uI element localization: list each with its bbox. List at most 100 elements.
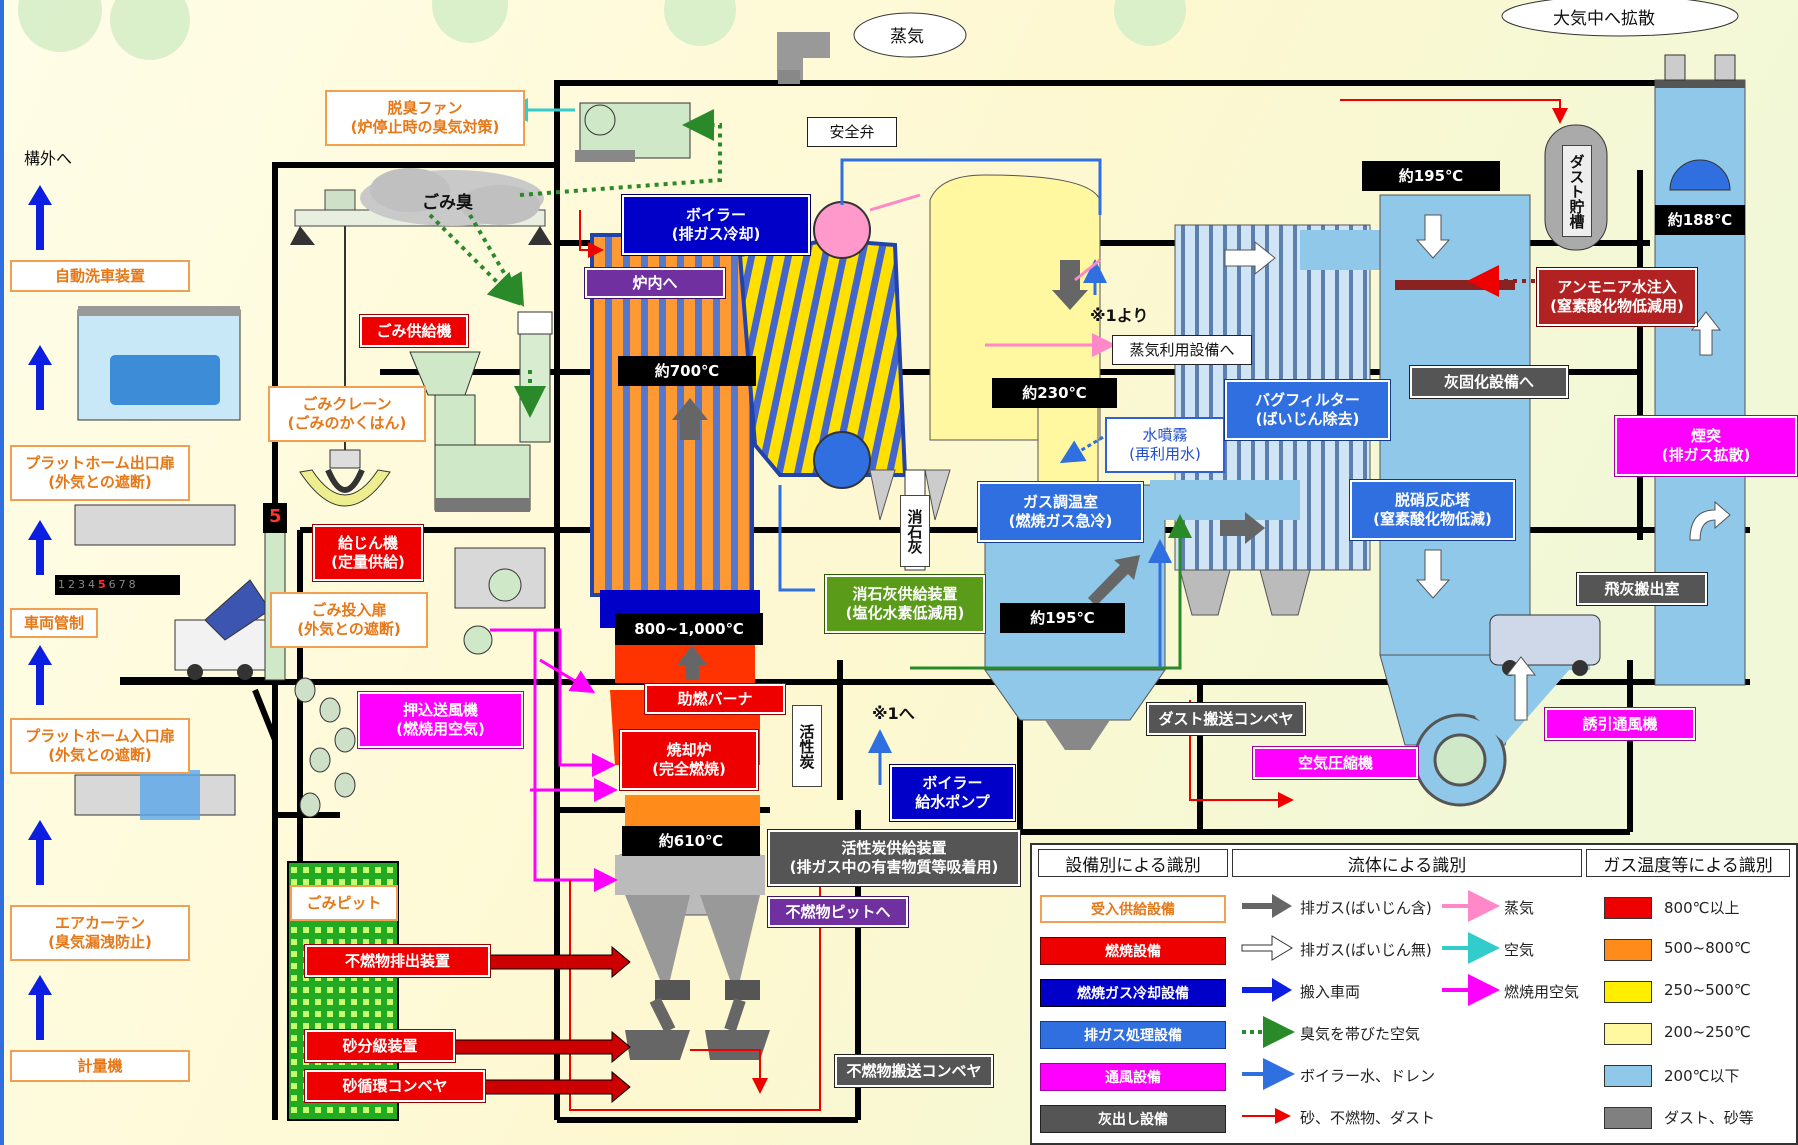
lane-number-active: 5	[98, 578, 106, 591]
temp-800-1000: 800~1,000℃	[615, 613, 763, 645]
legend-header-temperature: ガス温度等による識別	[1586, 849, 1790, 877]
legend-fluid-symbols	[1241, 894, 1295, 1124]
legend-fluid-dusty-gas: 排ガス(ばいじん含)	[1300, 899, 1432, 917]
temp-610: 約610℃	[622, 826, 760, 856]
lane-number: 1	[58, 578, 65, 591]
temp-195-cooler: 約195℃	[1000, 603, 1125, 633]
flow-step-air-curtain: エアカーテン (臭気漏洩防止)	[10, 905, 190, 961]
legend-equip-gas-treatment: 排ガス処理設備	[1040, 1021, 1226, 1049]
legend-fluid-sand: 砂、不燃物、ダスト	[1300, 1109, 1436, 1127]
legend-fluid-combustion-air: 燃焼用空気	[1504, 983, 1580, 1001]
label-induced-fan: 誘引通風機	[1544, 707, 1696, 741]
temp-230: 約230℃	[992, 378, 1117, 408]
label-waste-crane: ごみクレーン (ごみのかくはん)	[268, 386, 426, 442]
label-incombustible-discharge: 不燃物排出装置	[304, 944, 491, 978]
atmosphere-cloud: 大気中へ拡散	[1553, 9, 1655, 29]
label-bag-filter: バグフィルター (ばいじん除去)	[1224, 379, 1391, 441]
label-boiler-pump: ボイラー 給水ポンプ	[889, 764, 1016, 822]
legend-fluid-air: 空気	[1504, 941, 1535, 959]
label-ash-solidify: 灰固化設備へ	[1409, 365, 1569, 399]
label-aux-burner: 助燃バーナ	[644, 683, 786, 715]
legend-temp-below200: 200℃以下	[1664, 1067, 1740, 1085]
legend-swatch-250	[1604, 981, 1652, 1003]
flow-step-weighbridge: 計量機	[10, 1050, 190, 1082]
legend-equip-ventilation: 通風設備	[1040, 1063, 1226, 1091]
legend-swatch-dust	[1604, 1107, 1652, 1129]
label-denitration-tower: 脱硝反応塔 (窒素酸化物低減)	[1349, 479, 1516, 541]
legend-temp-800: 800℃以上	[1664, 899, 1740, 917]
label-slaked-lime-feeder: 消石灰供給装置 (塩化水素低減用)	[824, 574, 986, 634]
lane-number: 6	[108, 578, 116, 591]
legend: 設備別による識別 流体による識別 ガス温度等による識別 受入供給設備 燃焼設備 …	[1030, 843, 1798, 1145]
legend-swatch-200	[1604, 1023, 1652, 1045]
legend-swatch-500	[1604, 939, 1652, 961]
label-waste-door: ごみ投入扉 (外気との遮断)	[270, 592, 428, 648]
legend-swatch-below200	[1604, 1065, 1652, 1087]
label-boiler: ボイラー (排ガス冷却)	[621, 194, 811, 256]
legend-equip-combustion: 燃焼設備	[1040, 937, 1226, 965]
legend-swatch-800	[1604, 897, 1652, 919]
label-to-furnace: 炉内へ	[584, 267, 726, 299]
steam-cloud: 蒸気	[890, 27, 924, 47]
label-steam-use: 蒸気利用設備へ	[1112, 335, 1252, 365]
flow-step-vehicle-control: 車両管制	[10, 608, 98, 638]
outside-label: 構外へ	[24, 149, 73, 168]
label-gas-cooler: ガス調温室 (燃焼ガス急冷)	[977, 481, 1144, 543]
label-fly-ash-room: 飛灰搬出室	[1576, 572, 1708, 606]
temp-700: 約700℃	[618, 356, 756, 386]
label-to-incombustible-pit: 不燃物ピットへ	[767, 896, 909, 928]
temp-188: 約188℃	[1655, 205, 1745, 235]
lane-number: 3	[78, 578, 85, 591]
label-dust-feeder: 給じん機 (定量供給)	[312, 524, 424, 582]
lane-number: 8	[128, 578, 136, 591]
label-activated-carbon: 活性炭	[792, 705, 822, 787]
label-waste-feeder: ごみ供給機	[359, 314, 469, 348]
flow-step-entry-door: プラットホーム入口扉 (外気との遮断)	[10, 718, 190, 774]
legend-fluid-water: ボイラー水、ドレン	[1300, 1067, 1436, 1085]
legend-header-fluid: 流体による識別	[1232, 849, 1582, 877]
legend-header-equipment: 設備別による識別	[1038, 849, 1228, 877]
legend-fluid-symbols-right	[1442, 890, 1500, 1006]
legend-temp-200: 200~250℃	[1664, 1023, 1751, 1041]
label-sand-conveyor: 砂循環コンベヤ	[304, 1069, 486, 1103]
label-to-note1: ※1へ	[872, 704, 915, 723]
gate-number: 5	[269, 506, 282, 527]
label-safety-valve: 安全弁	[807, 117, 897, 147]
legend-equip-gas-cooling: 燃焼ガス冷却設備	[1040, 979, 1226, 1007]
label-sand-classifier: 砂分級装置	[304, 1029, 456, 1063]
legend-arrow-clean-gas	[1241, 935, 1293, 961]
label-ammonia-injection: アンモニア水注入 (窒素酸化物低減用)	[1536, 267, 1698, 327]
legend-fluid-vehicle: 搬入車両	[1300, 983, 1361, 1001]
legend-fluid-steam: 蒸気	[1504, 899, 1535, 917]
label-chimney: 煙突 (排ガス拡散)	[1614, 415, 1798, 477]
label-water-mist: 水噴霧 (再利用水)	[1105, 417, 1225, 473]
legend-temp-250: 250~500℃	[1664, 981, 1751, 999]
label-dust-conveyor: ダスト搬送コンベヤ	[1146, 702, 1306, 736]
label-air-compressor: 空気圧縮機	[1252, 746, 1419, 780]
label-incinerator: 焼却炉 (完全燃焼)	[619, 729, 759, 791]
legend-arrow-dusty-gas	[1242, 894, 1292, 918]
legend-equip-ash: 灰出し設備	[1040, 1105, 1226, 1133]
label-push-fan: 押込送風機 (燃焼用空気)	[357, 691, 524, 749]
lane-numbers: 1 2 3 4 5 6 7 8	[58, 578, 136, 591]
legend-fluid-clean-gas: 排ガス(ばいじん無)	[1300, 941, 1432, 959]
label-deodor-fan: 脱臭ファン (炉停止時の臭気対策)	[325, 90, 525, 146]
label-slaked-lime: 消石灰	[900, 495, 930, 567]
legend-temp-dust: ダスト、砂等	[1664, 1109, 1754, 1127]
lane-number: 2	[68, 578, 75, 591]
label-carbon-feeder: 活性炭供給装置 (排ガス中の有害物質等吸着用)	[767, 829, 1021, 887]
legend-equip-receiving: 受入供給設備	[1040, 895, 1226, 923]
flow-step-car-wash: 自動洗車装置	[10, 260, 190, 292]
legend-fluid-odor: 臭気を帯びた空気	[1300, 1025, 1421, 1043]
temp-195-top: 約195℃	[1362, 161, 1500, 191]
odor-cloud: ごみ臭	[422, 193, 473, 213]
label-dust-storage: ダスト貯槽	[1562, 145, 1592, 237]
lane-number: 7	[118, 578, 126, 591]
label-incombustible-conveyor: 不燃物搬送コンベヤ	[834, 1054, 994, 1088]
flow-step-exit-door: プラットホーム出口扉 (外気との遮断)	[10, 445, 190, 501]
legend-arrow-vehicle	[1242, 978, 1292, 1002]
label-from-note1: ※1より	[1090, 306, 1149, 325]
lane-number: 4	[88, 578, 95, 591]
label-waste-pit: ごみピット	[290, 885, 398, 921]
legend-temp-500: 500~800℃	[1664, 939, 1751, 957]
